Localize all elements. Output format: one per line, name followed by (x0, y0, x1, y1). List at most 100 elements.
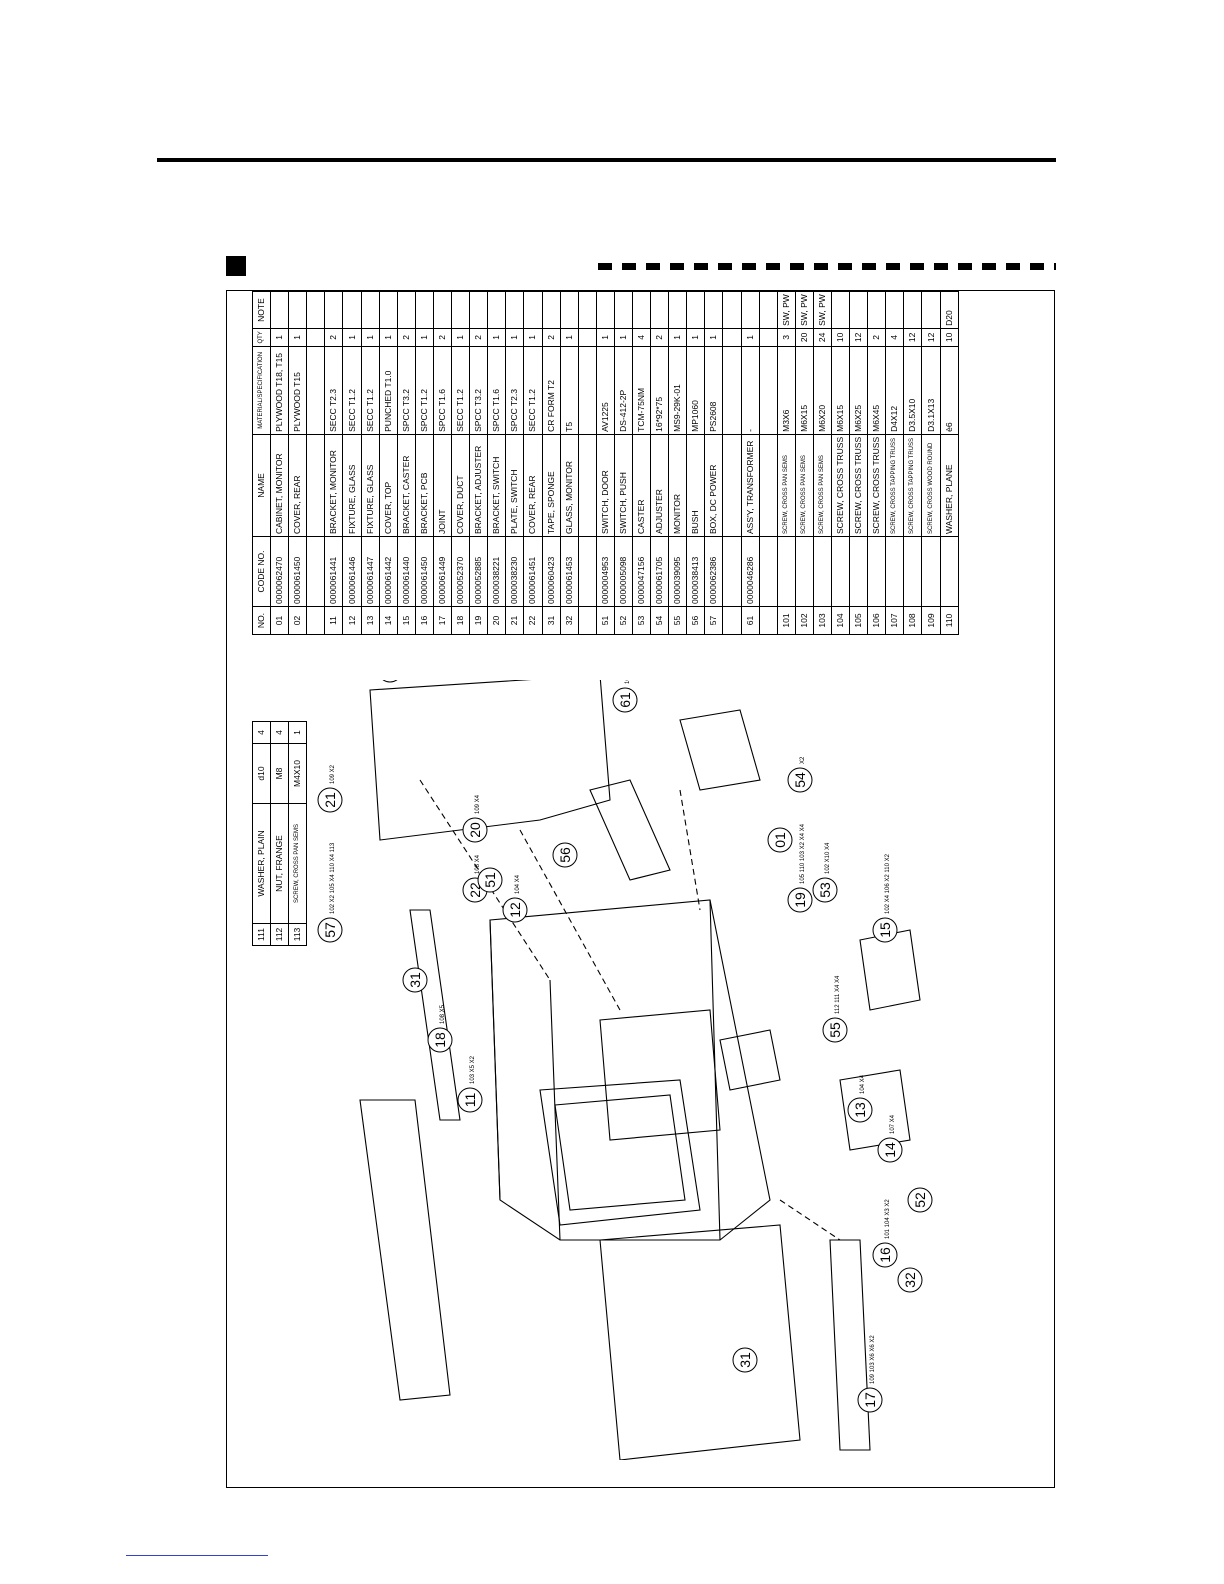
cell-no: 22 (523, 606, 542, 635)
cell-material: MP1060 (686, 346, 705, 435)
cell-name: WASHER, PLAIN (252, 803, 271, 924)
cell-no: 54 (650, 606, 669, 635)
callout-fastener-note: 102 X4 106 X2 110 X2 (885, 853, 891, 914)
cell-material: M3X6 (777, 346, 796, 435)
cell-code: 0000061450 (415, 536, 434, 607)
cell-no (578, 606, 597, 635)
cell-material (722, 346, 742, 435)
glass-fixture (409, 909, 461, 1121)
callout-fastener-note: 103 X5 X2 (470, 1055, 476, 1084)
cell-name: COVER, DUCT (451, 434, 470, 537)
callout-56: 56 (552, 842, 578, 868)
cell-no: 106 (867, 606, 886, 635)
cell-code (849, 536, 868, 607)
cell-material: M6X25 (849, 346, 868, 435)
cabinet-panel (599, 1009, 721, 1141)
cell-name: BOX, DC POWER (704, 434, 723, 537)
cell-note (523, 291, 542, 329)
cell-name: FIXTURE, GLASS (342, 434, 362, 537)
drawing-frame (226, 290, 1055, 1488)
callout-31: 31 (732, 1347, 758, 1373)
cell-no: 55 (668, 606, 687, 635)
callout-number: 61 (617, 692, 633, 708)
cell-no: 111 (252, 923, 271, 946)
cell-no: 108 (903, 606, 922, 635)
cell-name: TAPE, SPONGE (542, 434, 561, 537)
cell-material: SPCC T1.6 (487, 346, 506, 435)
callout-number: 13 (852, 1102, 868, 1118)
cell-name: GLASS, MONITOR (560, 434, 579, 537)
cell-name: SWITCH, DOOR (596, 434, 615, 537)
cell-name: BRACKET, CASTER (397, 434, 416, 537)
cell-code: 0000046286 (741, 536, 760, 607)
cell-qty: 2 (650, 328, 669, 347)
cabinet-edges (489, 899, 721, 1241)
cell-name: JOINT (433, 434, 452, 537)
callout-number: 12 (507, 902, 523, 918)
cell-qty (759, 328, 778, 347)
cell-name: MONITOR (668, 434, 687, 537)
callout-number: 31 (407, 972, 423, 988)
cell-qty: 1 (288, 328, 307, 347)
cell-name: COVER, REAR (523, 434, 542, 537)
cell-name: BRACKET, ADJUSTER (469, 434, 488, 537)
callout-circle (732, 1347, 758, 1373)
cell-qty: 12 (903, 328, 922, 347)
cell-qty: 12 (849, 328, 868, 347)
cell-material: T5 (560, 346, 579, 435)
caster-bracket-right (859, 929, 921, 1011)
cell-no: 11 (324, 606, 343, 635)
cell-name (759, 434, 778, 537)
callout-circle (907, 1187, 933, 1213)
callout-circle (477, 867, 503, 893)
cell-qty: 4 (252, 721, 271, 744)
cell-no: 20 (487, 606, 506, 635)
cell-no: 17 (433, 606, 452, 635)
callout-number: 22 (467, 882, 483, 898)
callout-number: 20 (467, 822, 483, 838)
cell-note (433, 291, 452, 329)
cell-name: SCREW, CROSS TRUSS (849, 434, 868, 537)
cell-qty: 1 (560, 328, 579, 347)
cell-no: 61 (741, 606, 760, 635)
cell-note (759, 291, 778, 329)
cell-name: ADJUSTER (650, 434, 669, 537)
cell-material: SECC T1.2 (523, 346, 542, 435)
cell-qty: 1 (415, 328, 434, 347)
callout-circle (872, 1242, 898, 1268)
header-note: NOTE (252, 291, 271, 329)
cell-note (560, 291, 579, 329)
cell-name: FIXTURE, GLASS (361, 434, 380, 537)
cell-qty: 10 (831, 328, 850, 347)
header-name: NAME (252, 434, 271, 537)
cell-no (306, 606, 325, 635)
cell-code (795, 536, 814, 607)
cell-material: - (741, 346, 760, 435)
section-marker (226, 256, 246, 276)
cell-no: 107 (885, 606, 904, 635)
callout-number: 16 (877, 1247, 893, 1263)
cell-code: 0000061447 (361, 536, 380, 607)
cell-code: 0000061442 (379, 536, 398, 607)
table-row (759, 291, 778, 635)
